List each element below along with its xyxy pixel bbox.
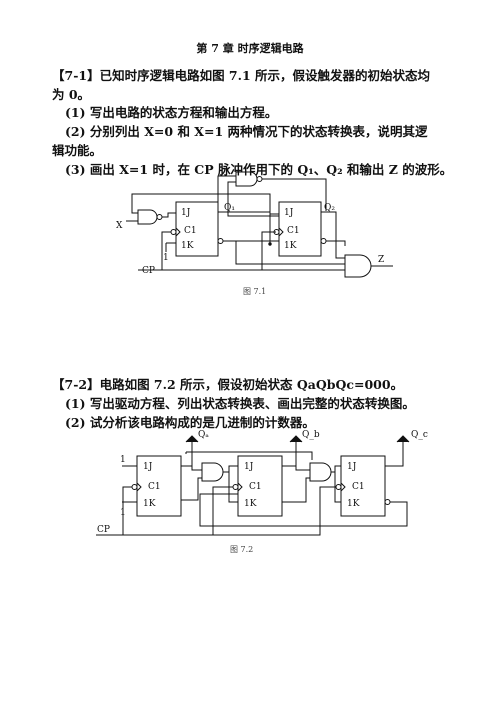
- ffc-1j: 1J: [347, 462, 357, 472]
- label-z: Z: [378, 255, 384, 265]
- and-gate-1: [201, 462, 224, 482]
- ff1-clock-bubble: [170, 229, 177, 235]
- figure-7-2-caption: 图 7.2: [230, 545, 254, 554]
- q2-item-1: (1) 写出驱动方程、列出状态转换表、画出完整的状态转换图。: [65, 396, 415, 411]
- nand-gate-input: [137, 209, 158, 225]
- ff2-1k: 1K: [284, 241, 297, 251]
- ff2-1j: 1J: [284, 208, 294, 218]
- and-gate-output: [344, 254, 372, 278]
- ff2-q-bar-bubble: [320, 238, 327, 244]
- ff1-c1: C1: [184, 226, 197, 236]
- q1-item-2: (2) 分别列出 X=0 和 X=1 两种情况下的状态转换表，说明其逻: [65, 124, 428, 139]
- label-one-bottom: 1: [120, 508, 126, 518]
- label-q2: Q₂: [324, 203, 335, 213]
- label-qa: Qₐ: [198, 430, 209, 440]
- ffb-1k: 1K: [244, 499, 257, 509]
- flip-flop-2: [278, 201, 322, 257]
- q2-heading: 【7-2】电路如图 7.2 所示，假设初始状态 QaQbQc=000。: [52, 377, 404, 392]
- nand-gate-top: [235, 171, 258, 187]
- and-gate-2: [309, 462, 332, 482]
- nand-gate-input-bubble: [156, 214, 163, 220]
- ffa-c1: C1: [148, 482, 161, 492]
- ffb-1j: 1J: [244, 462, 254, 472]
- ff1-q-bar-bubble: [217, 238, 224, 244]
- q1-item-3: (3) 画出 X=1 时，在 CP 脉冲作用下的 Q₁、Q₂ 和输出 Z 的波形…: [65, 162, 453, 177]
- figure-7-1-caption: 图 7.1: [243, 287, 267, 296]
- ff1-1k: 1K: [181, 241, 194, 251]
- q1-item-1: (1) 写出电路的状态方程和输出方程。: [65, 105, 278, 120]
- label-x: X: [116, 221, 123, 231]
- ffa-1j: 1J: [143, 462, 153, 472]
- label-cp: CP: [142, 266, 155, 276]
- flip-flop-1: [175, 201, 219, 257]
- ffb-c1: C1: [249, 482, 262, 492]
- label-one: 1: [163, 253, 169, 263]
- q1-item-2-cont: 辑功能。: [52, 143, 103, 158]
- label-one-top: 1: [120, 455, 126, 465]
- ffc-c1: C1: [352, 482, 365, 492]
- label-q1: Q₁: [224, 203, 235, 213]
- ffc-1k: 1K: [347, 499, 360, 509]
- ff2-clock-triangle: [278, 227, 284, 237]
- ff1-1j: 1J: [181, 208, 191, 218]
- label-qc: Q_c: [411, 430, 428, 440]
- nand-gate-top-bubble: [256, 176, 263, 182]
- label-qb: Q_b: [302, 430, 320, 440]
- ff1-clock-triangle: [175, 227, 181, 237]
- chapter-title: 第 7 章 时序逻辑电路: [196, 42, 304, 55]
- ffa-1k: 1K: [143, 499, 156, 509]
- q2-item-2: (2) 试分析该电路构成的是几进制的计数器。: [65, 415, 315, 430]
- q1-heading-cont: 为 0。: [52, 87, 91, 102]
- ff2-c1: C1: [287, 226, 300, 236]
- label-cp-2: CP: [97, 525, 110, 535]
- q1-heading: 【7-1】已知时序逻辑电路如图 7.1 所示，假设触发器的初始状态均: [52, 68, 431, 83]
